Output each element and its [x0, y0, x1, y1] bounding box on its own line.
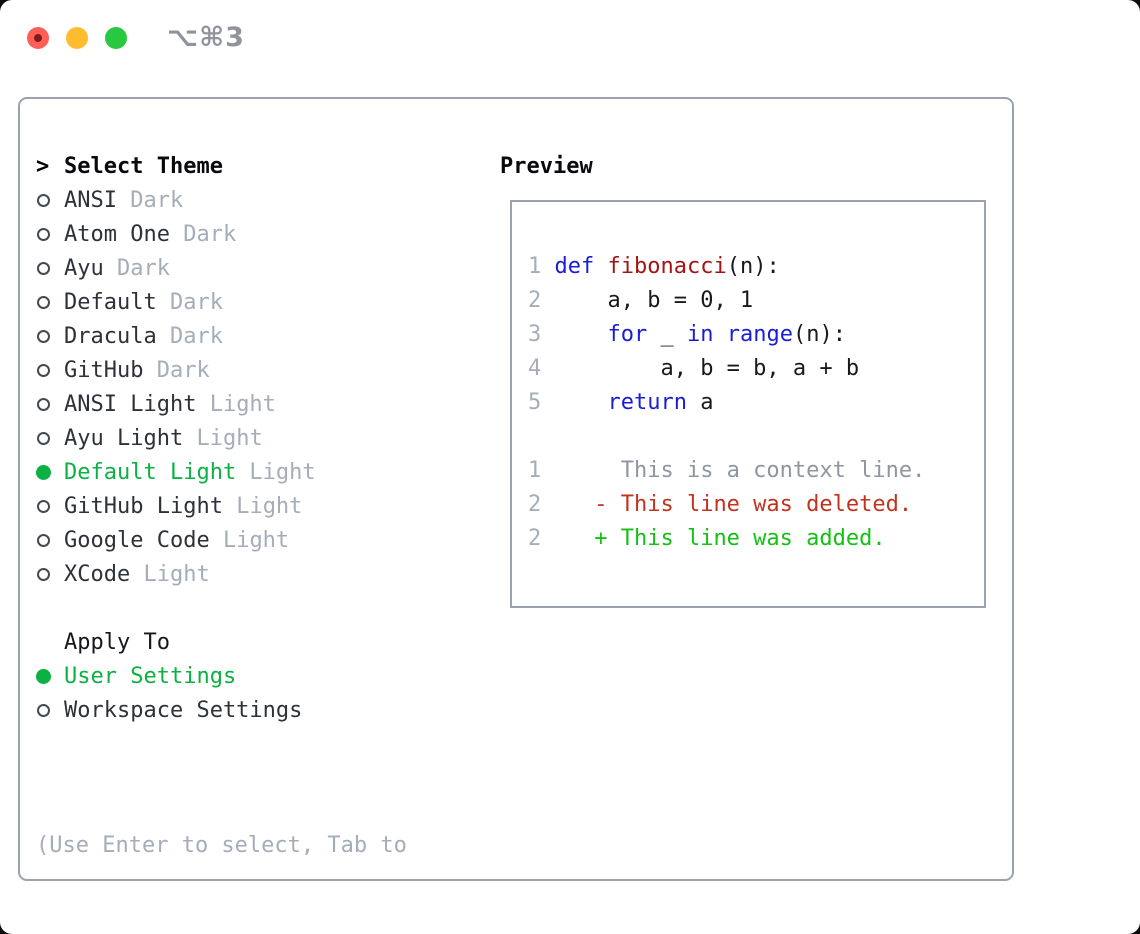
theme-item-ansi-light[interactable]: ANSI Light Light — [36, 387, 316, 421]
traffic-lights — [27, 27, 127, 49]
line-number: 1 — [528, 254, 555, 279]
radio-unselected-icon — [36, 295, 64, 309]
apply-item-user-settings[interactable]: User Settings — [36, 659, 302, 693]
item-variant: Light — [196, 391, 276, 417]
theme-item-ayu-light[interactable]: Ayu Light Light — [36, 421, 316, 455]
diff-line: 1 This is a context line. — [528, 458, 926, 483]
code-line: 4 a, b = b, a + b — [528, 356, 860, 381]
unsaved-indicator-icon — [34, 34, 42, 42]
code-block: 1 def fibonacci(n): 2 a, b = 0, 1 3 for _ … — [528, 250, 925, 420]
close-button[interactable] — [27, 27, 49, 49]
theme-item-xcode[interactable]: XCode Light — [36, 557, 316, 591]
code-preview: 1 def fibonacci(n): 2 a, b = 0, 1 3 for _ … — [528, 250, 925, 556]
item-variant: Light — [236, 459, 316, 485]
hint-text: (Use Enter to select, Tab to change focu… — [36, 761, 407, 934]
radio-unselected-icon — [36, 261, 64, 275]
code-line: 3 for _ in range(n): — [528, 322, 846, 347]
cursor-marker: > — [36, 153, 50, 179]
item-variant: Light — [130, 561, 210, 587]
theme-header-row: > Select Theme — [36, 149, 316, 183]
theme-item-github[interactable]: GitHub Dark — [36, 353, 316, 387]
item-variant: Dark — [169, 221, 237, 247]
item-variant: Dark — [143, 357, 210, 383]
item-label: Ayu Light — [64, 425, 184, 451]
item-variant: Dark — [116, 187, 184, 213]
line-number: 2 — [528, 288, 555, 313]
line-number: 2 — [528, 492, 555, 517]
theme-item-ansi[interactable]: ANSI Dark — [36, 183, 316, 217]
theme-item-default-light[interactable]: Default Light Light — [36, 455, 316, 489]
code-line: 1 def fibonacci(n): — [528, 254, 780, 279]
item-label: Default — [64, 289, 157, 315]
item-label: Dracula — [64, 323, 157, 349]
window-title: ⌥⌘3 — [167, 22, 245, 53]
radio-selected-icon — [36, 668, 64, 684]
apply-to-header-row: Apply To — [36, 625, 302, 659]
code-line: 2 a, b = 0, 1 — [528, 288, 754, 313]
preview-box: 1 def fibonacci(n): 2 a, b = 0, 1 3 for _ … — [510, 200, 986, 608]
radio-unselected-icon — [36, 193, 64, 207]
radio-selected-icon — [36, 464, 64, 480]
item-variant: Dark — [103, 255, 170, 281]
item-label: Default Light — [64, 459, 237, 485]
item-label: GitHub — [64, 357, 144, 383]
theme-header: Select Theme — [64, 153, 223, 179]
item-label: GitHub Light — [64, 493, 223, 519]
theme-item-default[interactable]: Default Dark — [36, 285, 316, 319]
diff-line: 2 + This line was added. — [528, 526, 886, 551]
item-variant: Light — [222, 493, 303, 519]
radio-unselected-icon — [36, 397, 64, 411]
item-label: ANSI — [64, 187, 117, 213]
radio-unselected-icon — [36, 431, 64, 445]
radio-unselected-icon — [36, 567, 64, 581]
radio-unselected-icon — [36, 363, 64, 377]
zoom-button[interactable] — [105, 27, 127, 49]
apply-to-header: Apply To — [64, 629, 170, 655]
theme-item-atom-one[interactable]: Atom One Dark — [36, 217, 316, 251]
radio-unselected-icon — [36, 499, 64, 513]
diff-block: 1 This is a context line. 2 - This line w… — [528, 454, 925, 556]
diff-line: 2 - This line was deleted. — [528, 492, 913, 517]
line-number: 1 — [528, 458, 555, 483]
line-number: 3 — [528, 322, 555, 347]
hint-line-1: (Use Enter to select, Tab to — [36, 833, 407, 858]
line-number: 2 — [528, 526, 555, 551]
radio-unselected-icon — [36, 703, 64, 717]
theme-item-github-light[interactable]: GitHub Light Light — [36, 489, 316, 523]
theme-item-dracula[interactable]: Dracula Dark — [36, 319, 316, 353]
radio-unselected-icon — [36, 227, 64, 241]
item-label: XCode — [64, 561, 131, 587]
code-line: 5 return a — [528, 390, 714, 415]
theme-item-google-code[interactable]: Google Code Light — [36, 523, 316, 557]
theme-item-ayu[interactable]: Ayu Dark — [36, 251, 316, 285]
item-variant: Light — [209, 527, 290, 553]
minimize-button[interactable] — [66, 27, 88, 49]
item-label: Atom One — [64, 221, 170, 247]
item-label: Google Code — [64, 527, 210, 553]
item-variant: Dark — [156, 289, 223, 315]
radio-unselected-icon — [36, 533, 64, 547]
radio-unselected-icon — [36, 329, 64, 343]
item-variant: Dark — [156, 323, 223, 349]
item-variant: Light — [183, 425, 263, 451]
item-label: Ayu — [64, 255, 104, 281]
item-label: ANSI Light — [64, 391, 197, 417]
line-number: 5 — [528, 390, 555, 415]
apply-item-workspace-settings[interactable]: Workspace Settings — [36, 693, 302, 727]
item-label: Workspace Settings — [64, 697, 303, 723]
line-number: 4 — [528, 356, 555, 381]
preview-header: Preview — [500, 153, 593, 179]
item-label: User Settings — [64, 663, 237, 689]
